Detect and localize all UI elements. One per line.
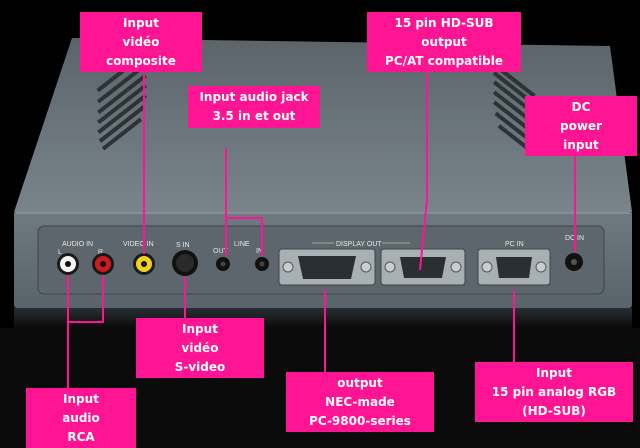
pc-in-connector bbox=[477, 248, 551, 286]
panel-text-line-out: OUT bbox=[213, 248, 229, 255]
panel-text-pc-in: PC IN bbox=[505, 241, 524, 248]
panel-text-audio-l: L bbox=[58, 249, 62, 256]
hd-sub-display-out-connector bbox=[380, 248, 466, 286]
label-nec-output: output NEC-made PC-9800-series bbox=[286, 372, 434, 432]
pointer-lines bbox=[67, 70, 576, 388]
label-audio-rca: Input audio RCA bbox=[26, 388, 136, 448]
label-hd-sub-output: 15 pin HD-SUB output PC/AT compatible bbox=[367, 12, 521, 72]
panel-text-line-in: IN bbox=[256, 248, 263, 255]
panel-text-video-in: VIDEO IN bbox=[123, 241, 154, 248]
line-out-jack bbox=[216, 257, 230, 271]
nec-display-out-connector bbox=[278, 248, 376, 286]
line-in-jack bbox=[255, 257, 269, 271]
svideo-jack bbox=[172, 250, 198, 276]
label-dc-power: DC power input bbox=[525, 96, 637, 156]
panel-text-audio-r: R bbox=[98, 249, 103, 256]
panel-text-s-in: S IN bbox=[176, 242, 190, 249]
rca-audio-left-jack bbox=[57, 253, 79, 275]
label-analog-rgb: Input 15 pin analog RGB (HD-SUB) bbox=[475, 362, 633, 422]
device-top bbox=[14, 38, 632, 212]
panel-text-audio-in: AUDIO IN bbox=[62, 241, 93, 248]
label-composite-video: Input vidéo composite bbox=[80, 12, 202, 72]
label-svideo: Input vidéo S-video bbox=[136, 318, 264, 378]
panel-text-display-out: DISPLAY OUT bbox=[336, 241, 382, 248]
dc-power-jack bbox=[565, 253, 583, 271]
rca-audio-right-jack bbox=[92, 253, 114, 275]
label-audio-jack: Input audio jack 3.5 in et out bbox=[188, 86, 320, 128]
panel-text-line: LINE bbox=[234, 241, 250, 248]
rca-video-jack bbox=[133, 253, 155, 275]
